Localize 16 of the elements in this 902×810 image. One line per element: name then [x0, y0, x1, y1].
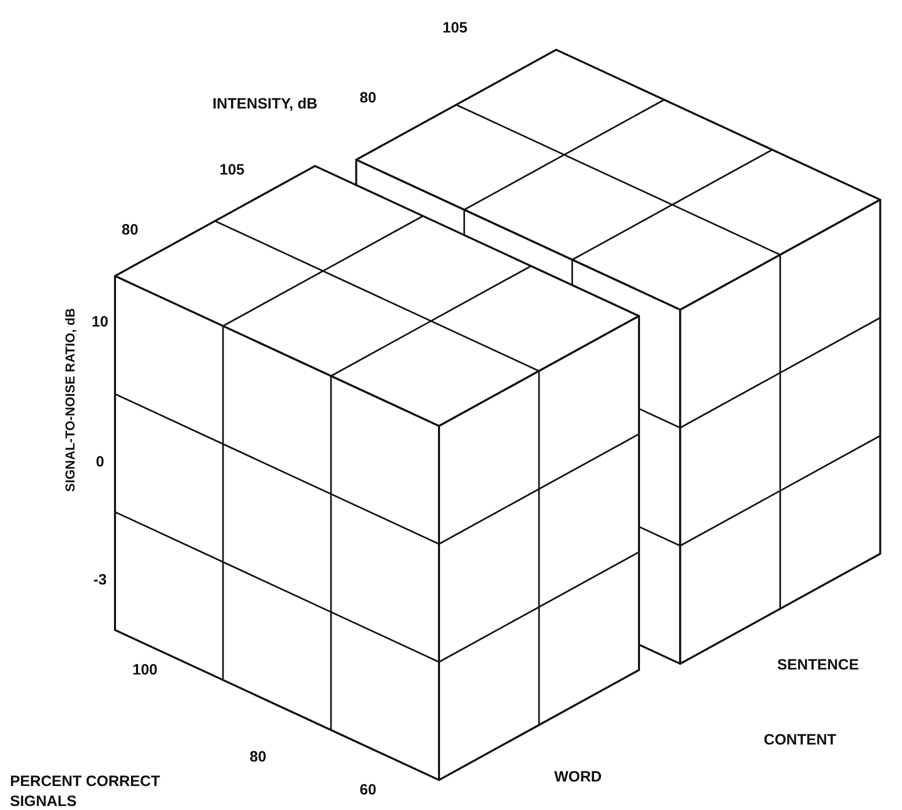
tick-label: 105: [219, 162, 245, 178]
tick-label: 0: [96, 454, 104, 470]
axis-title: PERCENT CORRECT SIGNALS: [10, 772, 162, 810]
tick-label: 80: [360, 90, 376, 106]
category-label: SENTENCE: [777, 656, 859, 674]
tick-label: 100: [132, 662, 158, 678]
axis-title: CONTENT: [764, 732, 836, 748]
tick-label: 10: [92, 314, 108, 330]
tick-label: 60: [360, 782, 376, 798]
tick-label: -3: [93, 572, 107, 588]
tick-label: INTENSITY, dB: [212, 96, 318, 112]
category-label: WORD: [554, 768, 602, 786]
tick-label: 80: [122, 222, 138, 238]
tick-label: 105: [442, 20, 468, 36]
tick-label: 80: [250, 748, 266, 766]
axis-title: SIGNAL-TO-NOISE RATIO, dB: [62, 308, 78, 492]
